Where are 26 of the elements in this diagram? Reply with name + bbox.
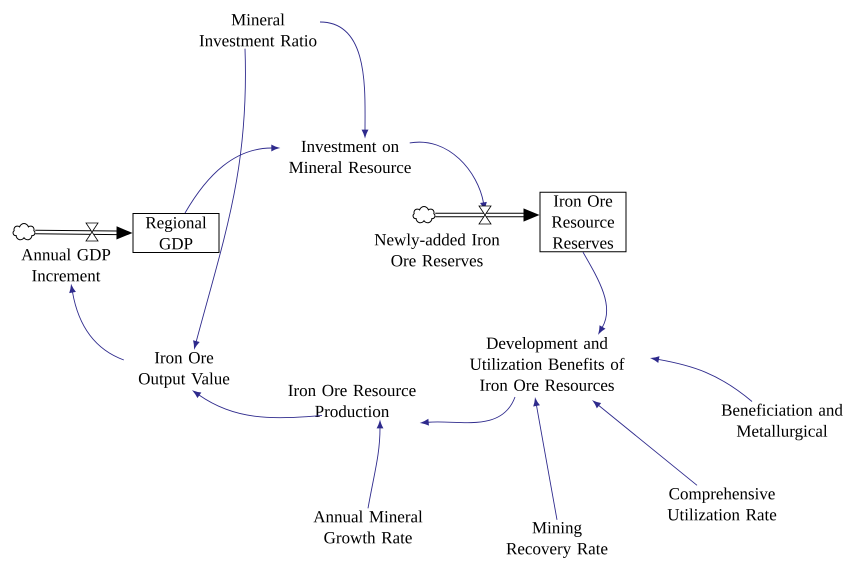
arrow: [592, 400, 698, 486]
stock-box: Iron Ore Resource Reserves: [540, 192, 626, 252]
text-label: Annual Mineral Growth Rate: [313, 510, 422, 544]
text-label: Development and Utilization Benefits of Iron Ore Resources: [470, 337, 624, 391]
arrow: [421, 396, 516, 426]
arrow: [184, 144, 279, 214]
text-label: Mineral Investment Ratio: [200, 14, 316, 46]
arrow: [533, 398, 558, 520]
text-label: Investment on Mineral Resource: [289, 140, 411, 174]
cloud-icon: [12, 223, 36, 240]
arrow: [193, 390, 322, 418]
arrow: [368, 420, 384, 509]
text-label: Comprehensive Utilization Rate: [668, 488, 776, 520]
text-label: Mining Recovery Rate: [506, 522, 608, 558]
text-label: Iron Ore Output Value: [138, 352, 230, 388]
text-label: Iron Ore Resource Production: [288, 384, 416, 418]
text-label: Annual GDP Increment: [21, 248, 110, 282]
arrow: [69, 284, 124, 360]
text-label: Newly-added Iron Ore Reserves: [374, 234, 500, 266]
arrow: [193, 48, 246, 349]
stock-box: Regional GDP: [132, 213, 220, 253]
arrow: [320, 22, 368, 138]
text-label: Beneficiation and Metallurgical: [722, 404, 843, 440]
arrow: [651, 356, 752, 402]
cloud-icon: [412, 206, 436, 224]
arrow: [582, 252, 608, 334]
